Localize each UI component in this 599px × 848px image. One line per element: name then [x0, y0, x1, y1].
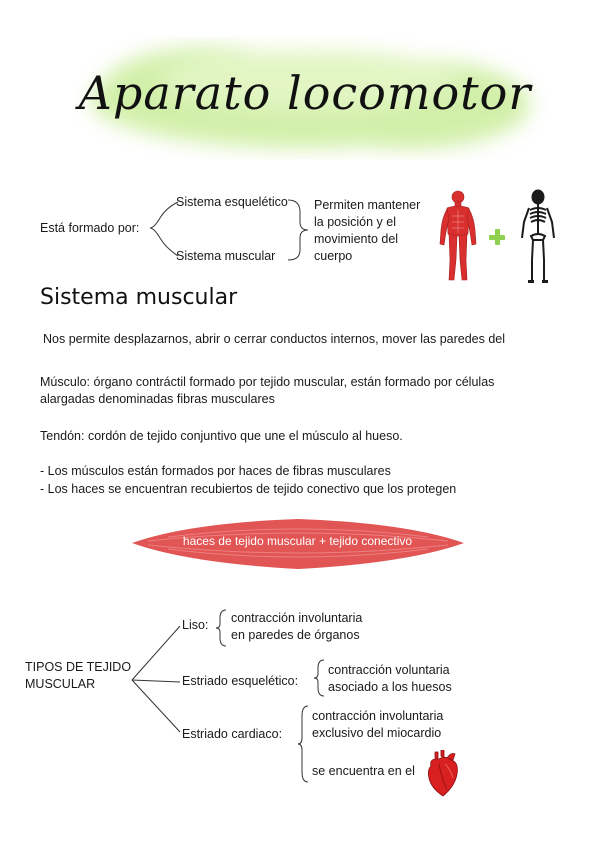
paragraph-tendon: Tendón: cordón de tejido conjuntivo que … — [40, 429, 403, 443]
estriado-cardiaco-label: Estriado cardiaco: — [182, 727, 283, 741]
permiten-line: Permiten mantener — [314, 198, 421, 212]
muscle-label: haces de tejido muscular + tejido conect… — [182, 534, 413, 548]
esqueletico-items: contracción voluntaria asociado a los hu… — [328, 662, 452, 696]
branch-connector — [149, 201, 179, 257]
esqueletico-item: asociado a los huesos — [328, 680, 452, 694]
muscle-fiber-illustration — [132, 519, 464, 569]
heart-icon — [427, 750, 458, 797]
sistema-esqueletico-label: Sistema esquelético — [176, 195, 288, 209]
cardiaco-items: contracción involuntaria exclusivo del m… — [312, 708, 443, 742]
musculo-line: Músculo: órgano contráctil formado por t… — [40, 375, 495, 389]
sistema-muscular-label: Sistema muscular — [176, 249, 276, 263]
esqueletico-item: contracción voluntaria — [328, 663, 450, 677]
cardiaco-item: exclusivo del miocardio — [312, 726, 442, 740]
skeleton-illustration — [521, 189, 555, 283]
cardiaco-item: se encuentra en el — [312, 764, 415, 778]
bullet-item: - Los haces se encuentran recubiertos de… — [40, 482, 457, 496]
permiten-line: movimiento del — [314, 232, 399, 246]
formado-label: Está formado por: — [40, 221, 140, 235]
tipos-root-line: TIPOS DE TEJIDO — [25, 660, 132, 674]
tipos-branch-lines — [131, 625, 181, 733]
liso-item: contracción involuntaria — [231, 611, 363, 625]
bullet-item: - Los músculos están formados por haces … — [40, 464, 391, 478]
section-title: Sistema muscular — [40, 285, 238, 310]
watercolor-background — [90, 47, 530, 149]
liso-item: en paredes de órganos — [231, 628, 360, 642]
title-banner: Aparato locomotor — [60, 22, 550, 172]
cardiaco-item: contracción involuntaria — [312, 709, 444, 723]
permiten-text: Permiten mantener la posición y el movim… — [314, 197, 420, 265]
liso-items: contracción involuntaria en paredes de ó… — [231, 610, 362, 644]
permiten-line: la posición y el — [314, 215, 396, 229]
esqueletico-brace — [313, 659, 325, 697]
page-title: Aparato locomotor — [78, 66, 532, 120]
permiten-line: cuerpo — [314, 249, 353, 263]
liso-brace — [215, 609, 227, 647]
tipos-root-label: TIPOS DE TEJIDO MUSCULAR — [25, 659, 131, 693]
paragraph-desplazarnos: Nos permite desplazarnos, abrir o cerrar… — [43, 332, 506, 346]
right-brace — [287, 199, 309, 261]
paragraph-musculo: Músculo: órgano contráctil formado por t… — [40, 374, 494, 408]
liso-label: Liso: — [182, 618, 209, 632]
musculo-line: alargadas denominadas fibras musculares — [40, 392, 275, 406]
muscular-body-illustration — [439, 190, 477, 281]
cardiaco-brace — [297, 705, 309, 783]
estriado-esqueletico-label: Estriado esquelético: — [182, 674, 299, 688]
plus-icon — [489, 229, 505, 245]
tipos-root-line: MUSCULAR — [25, 677, 96, 691]
